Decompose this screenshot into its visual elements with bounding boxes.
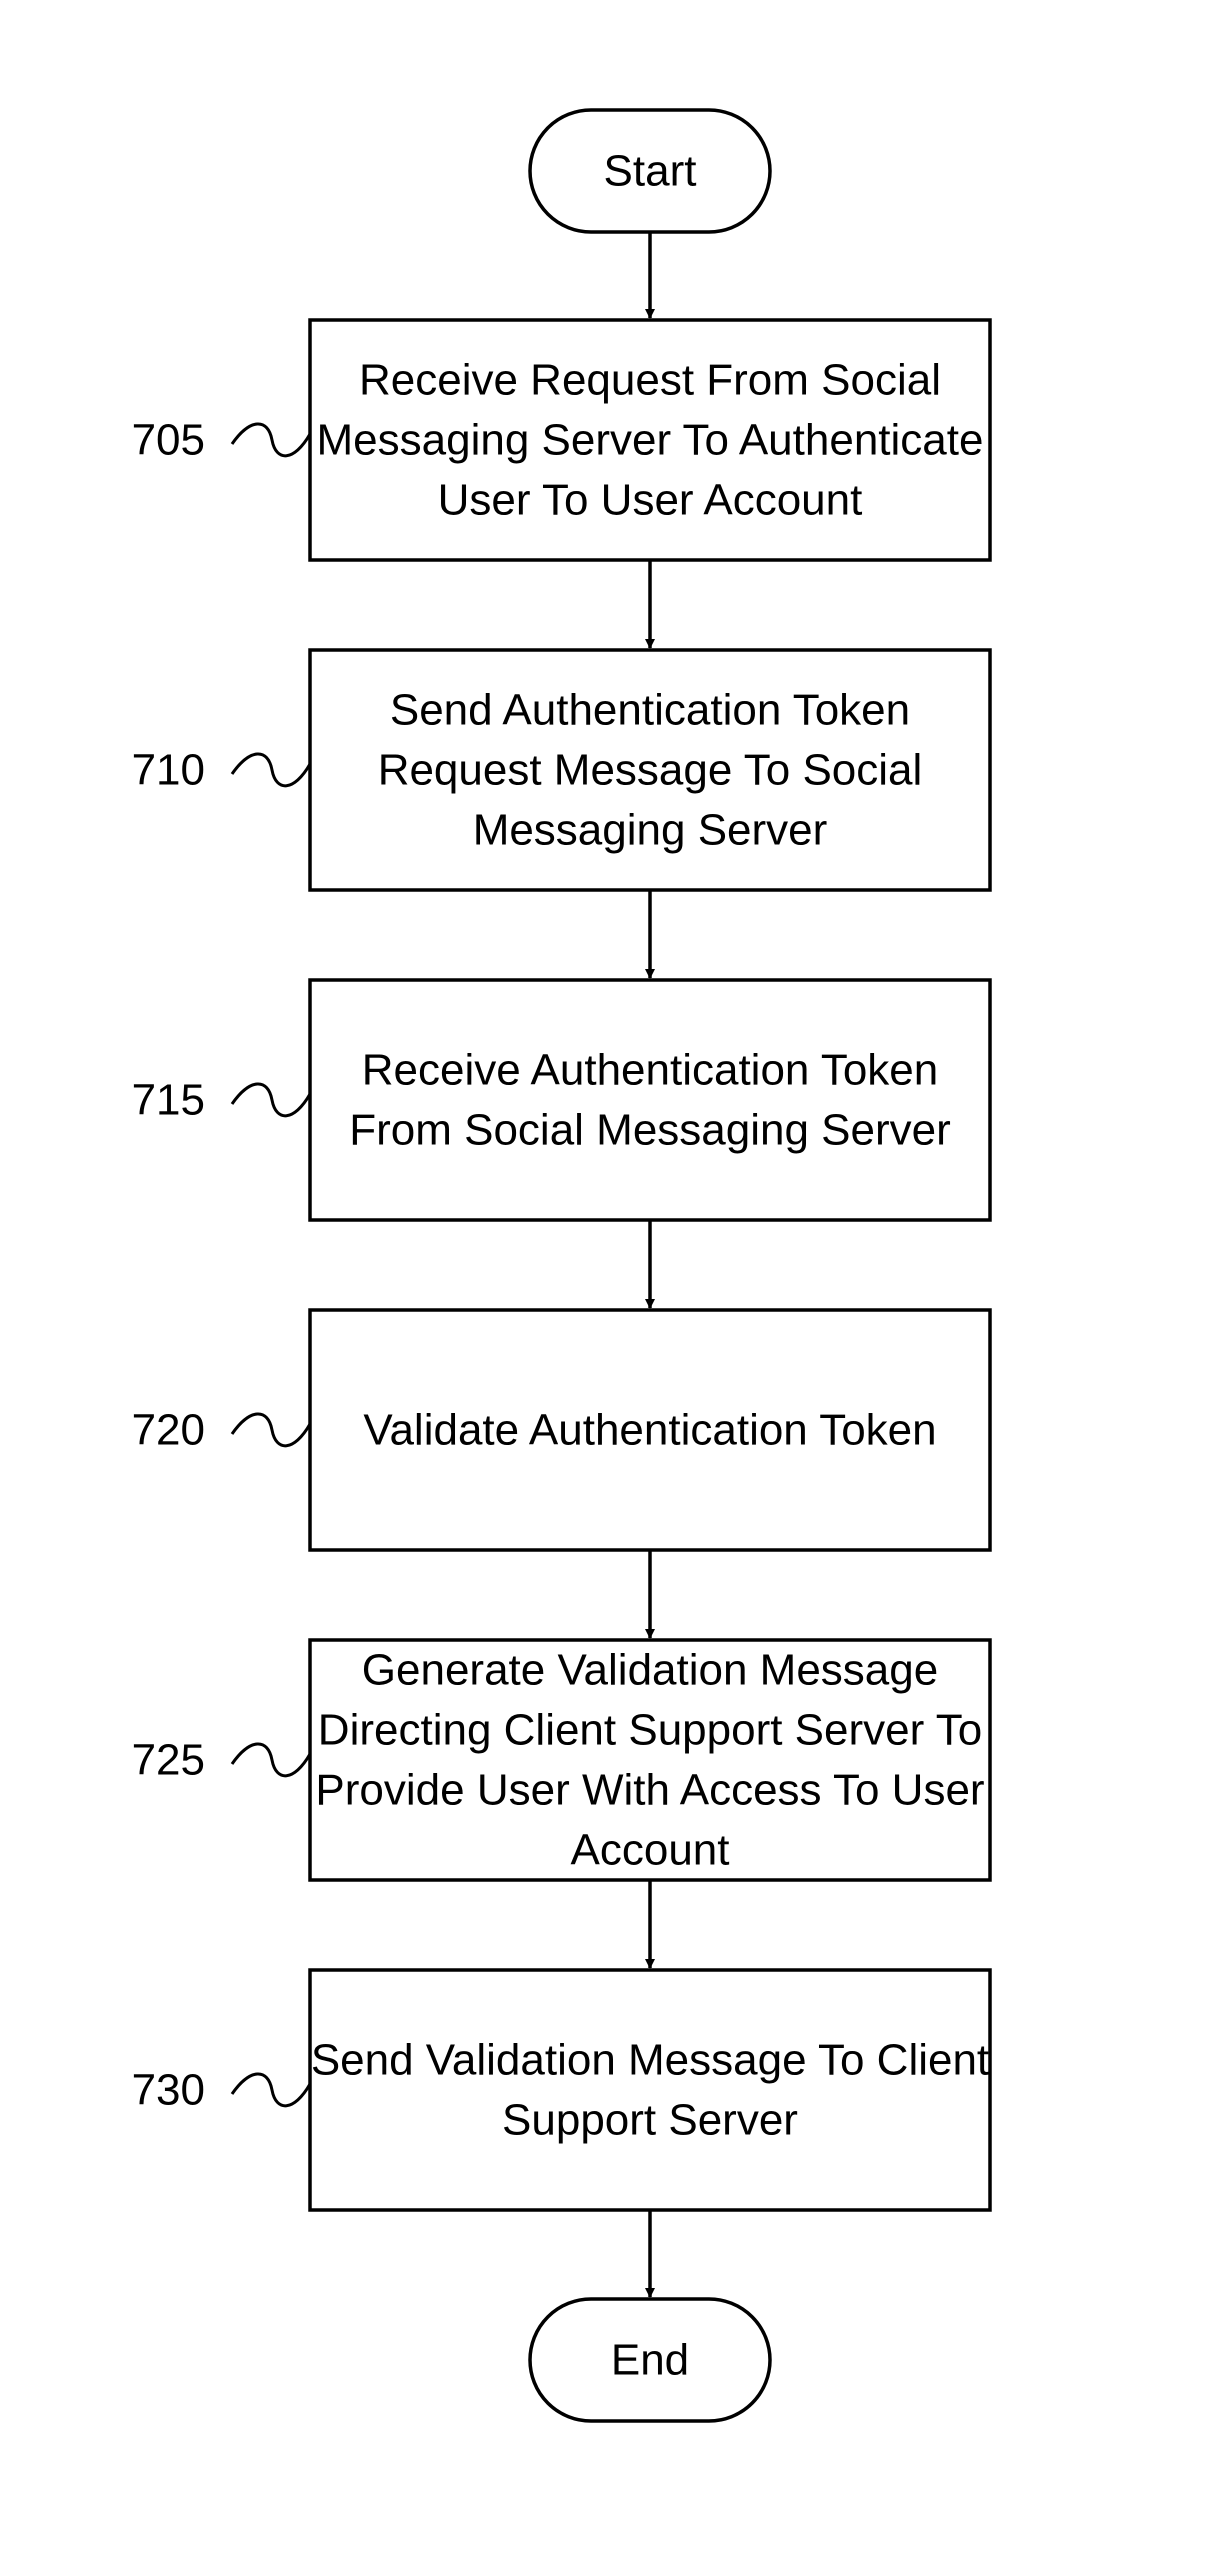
step-reference-number: 715	[132, 1076, 205, 1125]
step-reference-number: 730	[132, 2066, 205, 2115]
process-step-705: Receive Request From SocialMessaging Ser…	[132, 320, 990, 560]
step-text-line: Validate Authentication Token	[363, 1406, 936, 1455]
step-text-line: Send Authentication Token	[390, 686, 910, 735]
step-text-line: User To User Account	[438, 476, 863, 525]
step-text-line: Send Validation Message To Client	[311, 2036, 989, 2085]
end-label: End	[611, 2336, 689, 2385]
process-step-730: Send Validation Message To ClientSupport…	[132, 1970, 990, 2210]
reference-leader-squiggle	[232, 754, 310, 786]
process-step-710: Send Authentication TokenRequest Message…	[132, 650, 990, 890]
step-text-line: Receive Authentication Token	[362, 1046, 938, 1095]
process-box	[310, 1970, 990, 2210]
step-text-line: Generate Validation Message	[362, 1646, 938, 1695]
process-step-715: Receive Authentication TokenFrom Social …	[132, 980, 990, 1220]
step-text-line: From Social Messaging Server	[349, 1106, 951, 1155]
reference-leader-squiggle	[232, 1744, 310, 1776]
start-terminal: Start	[530, 110, 770, 232]
step-text-line: Directing Client Support Server To	[318, 1706, 982, 1755]
step-reference-number: 710	[132, 746, 205, 795]
reference-leader-squiggle	[232, 1084, 310, 1116]
step-reference-number: 705	[132, 416, 205, 465]
step-text-line: Request Message To Social	[378, 746, 923, 795]
end-terminal: End	[530, 2299, 770, 2421]
step-text-line: Support Server	[502, 2096, 798, 2145]
step-text-line: Provide User With Access To User	[315, 1766, 984, 1815]
reference-leader-squiggle	[232, 424, 310, 456]
process-step-720: Validate Authentication Token 720	[132, 1310, 990, 1550]
reference-leader-squiggle	[232, 1414, 310, 1446]
step-reference-number: 725	[132, 1736, 205, 1785]
process-step-725: Generate Validation MessageDirecting Cli…	[132, 1640, 990, 1880]
step-text-line: Account	[571, 1826, 730, 1875]
process-steps: Receive Request From SocialMessaging Ser…	[132, 320, 990, 2210]
process-box	[310, 980, 990, 1220]
step-text-line: Messaging Server	[473, 806, 828, 855]
step-text-line: Receive Request From Social	[359, 356, 941, 405]
step-text-line: Messaging Server To Authenticate	[317, 416, 984, 465]
start-label: Start	[604, 147, 697, 196]
reference-leader-squiggle	[232, 2074, 310, 2106]
step-reference-number: 720	[132, 1406, 205, 1455]
